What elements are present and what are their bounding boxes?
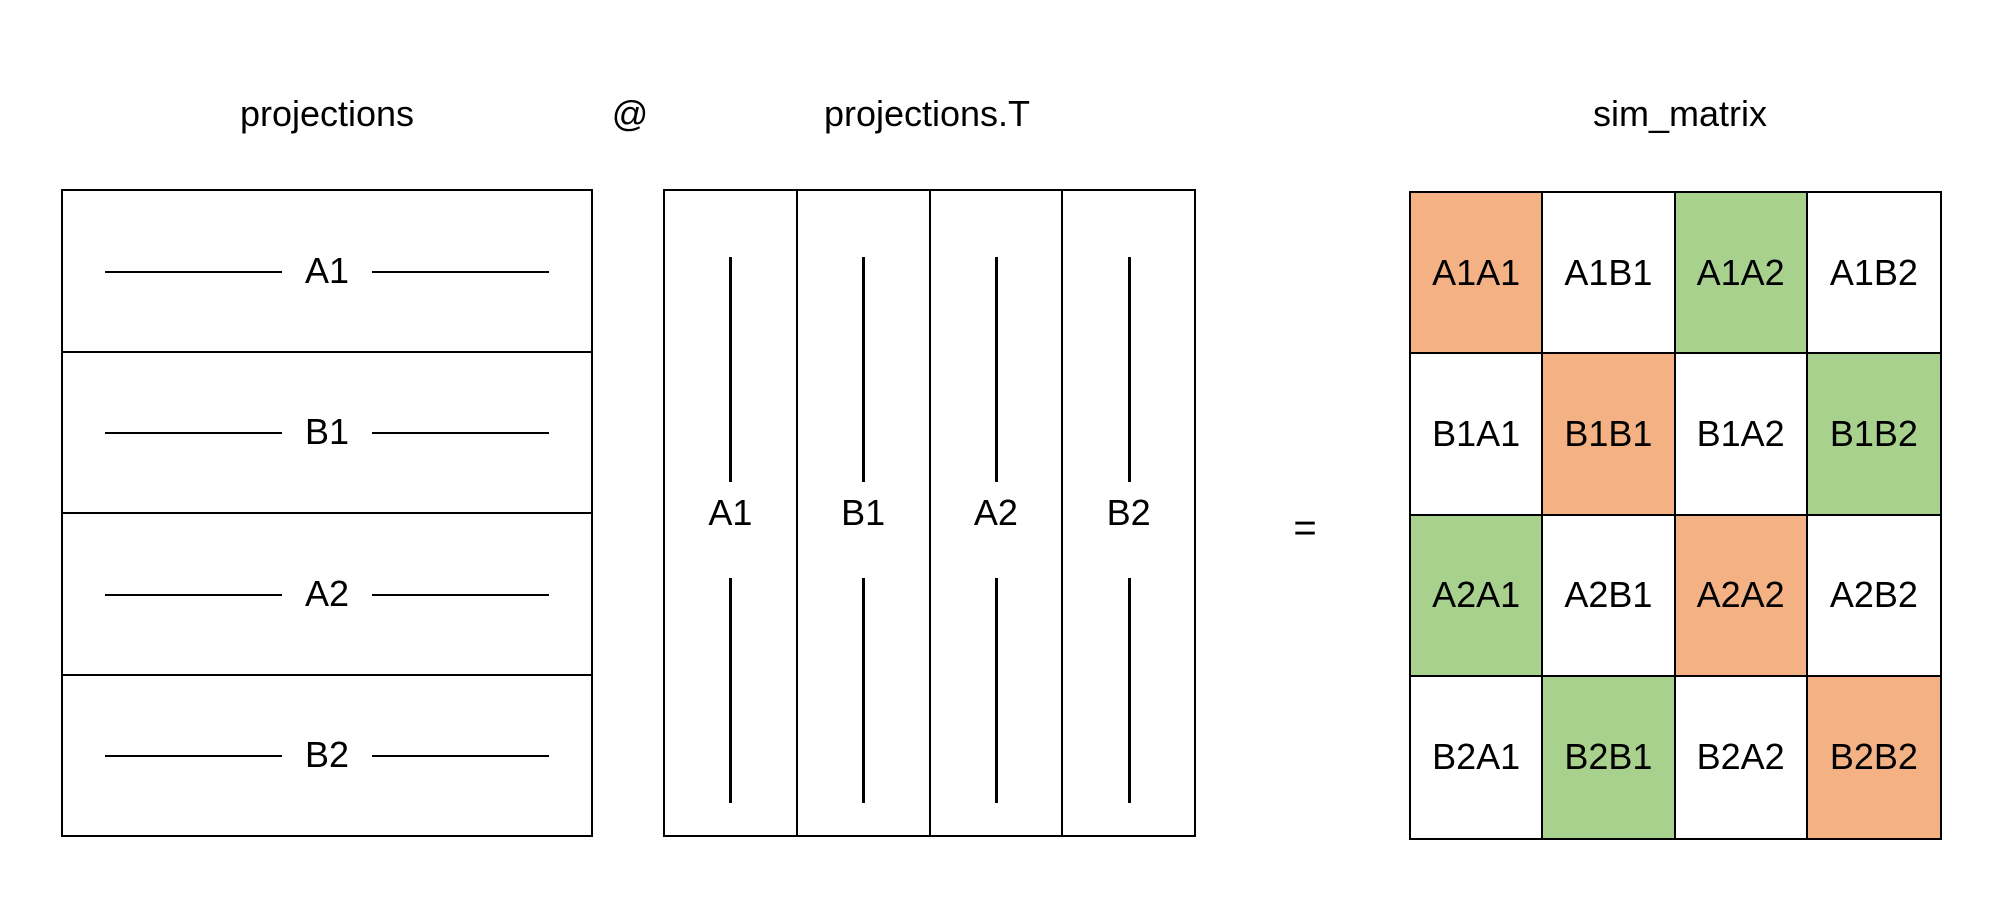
- sim-cell: B1A1: [1411, 354, 1544, 516]
- sim-cell: A2A1: [1411, 515, 1544, 677]
- projection-column: A1: [665, 191, 798, 835]
- sim-cell: A2A2: [1675, 515, 1808, 677]
- sim-cell: B2B1: [1543, 676, 1676, 838]
- sim-cell: B1A2: [1675, 354, 1808, 516]
- projection-column: B2: [1063, 191, 1194, 835]
- vector-line: [862, 578, 866, 803]
- projection-column: B1: [798, 191, 931, 835]
- sim-cell: A1A1: [1411, 193, 1544, 355]
- sim-cell: A1B2: [1807, 193, 1940, 355]
- row-label: A1: [304, 249, 350, 291]
- vector-line: [372, 270, 549, 273]
- equals-operator: =: [1293, 506, 1317, 550]
- sim-cell: B2A1: [1411, 676, 1544, 838]
- vector-line: [372, 755, 549, 758]
- column-label: B1: [841, 492, 886, 533]
- vector-line: [372, 593, 549, 596]
- row-label: B2: [304, 734, 350, 776]
- vector-line: [862, 257, 866, 482]
- vector-line: [994, 257, 998, 482]
- projection-row: A2: [63, 514, 591, 676]
- sim-cell: B1B2: [1807, 354, 1940, 516]
- sim-cell: A2B1: [1543, 515, 1676, 677]
- vector-line: [105, 593, 282, 596]
- projections-t-title: projections.T: [823, 93, 1031, 134]
- vector-line: [729, 257, 733, 482]
- projections-title: projections: [239, 93, 415, 134]
- projection-row: B2: [63, 676, 591, 836]
- vector-line: [105, 270, 282, 273]
- sim-cell: A1B1: [1543, 193, 1676, 355]
- vector-line: [1127, 578, 1131, 803]
- sim-cell: A1A2: [1675, 193, 1808, 355]
- vector-line: [105, 755, 282, 758]
- sim-matrix-title: sim_matrix: [1592, 93, 1768, 134]
- vector-line: [729, 578, 733, 803]
- column-label: A2: [973, 492, 1018, 533]
- vector-line: [994, 578, 998, 803]
- projection-row: B1: [63, 353, 591, 514]
- vector-line: [1127, 257, 1131, 482]
- projections-t-matrix: A1 B1 A2 B2: [663, 189, 1196, 837]
- column-label: A1: [708, 492, 753, 533]
- row-label: A2: [304, 572, 350, 614]
- vector-line: [372, 432, 549, 435]
- sim-cell: B2B2: [1807, 676, 1940, 838]
- projection-row: A1: [63, 191, 591, 353]
- sim-cell: B1B1: [1543, 354, 1676, 516]
- row-label: B1: [304, 411, 350, 453]
- vector-line: [105, 432, 282, 435]
- matmul-operator: @: [611, 93, 649, 134]
- projection-column: A2: [931, 191, 1064, 835]
- sim-cell: A2B2: [1807, 515, 1940, 677]
- sim-cell: B2A2: [1675, 676, 1808, 838]
- column-label: B2: [1106, 492, 1151, 533]
